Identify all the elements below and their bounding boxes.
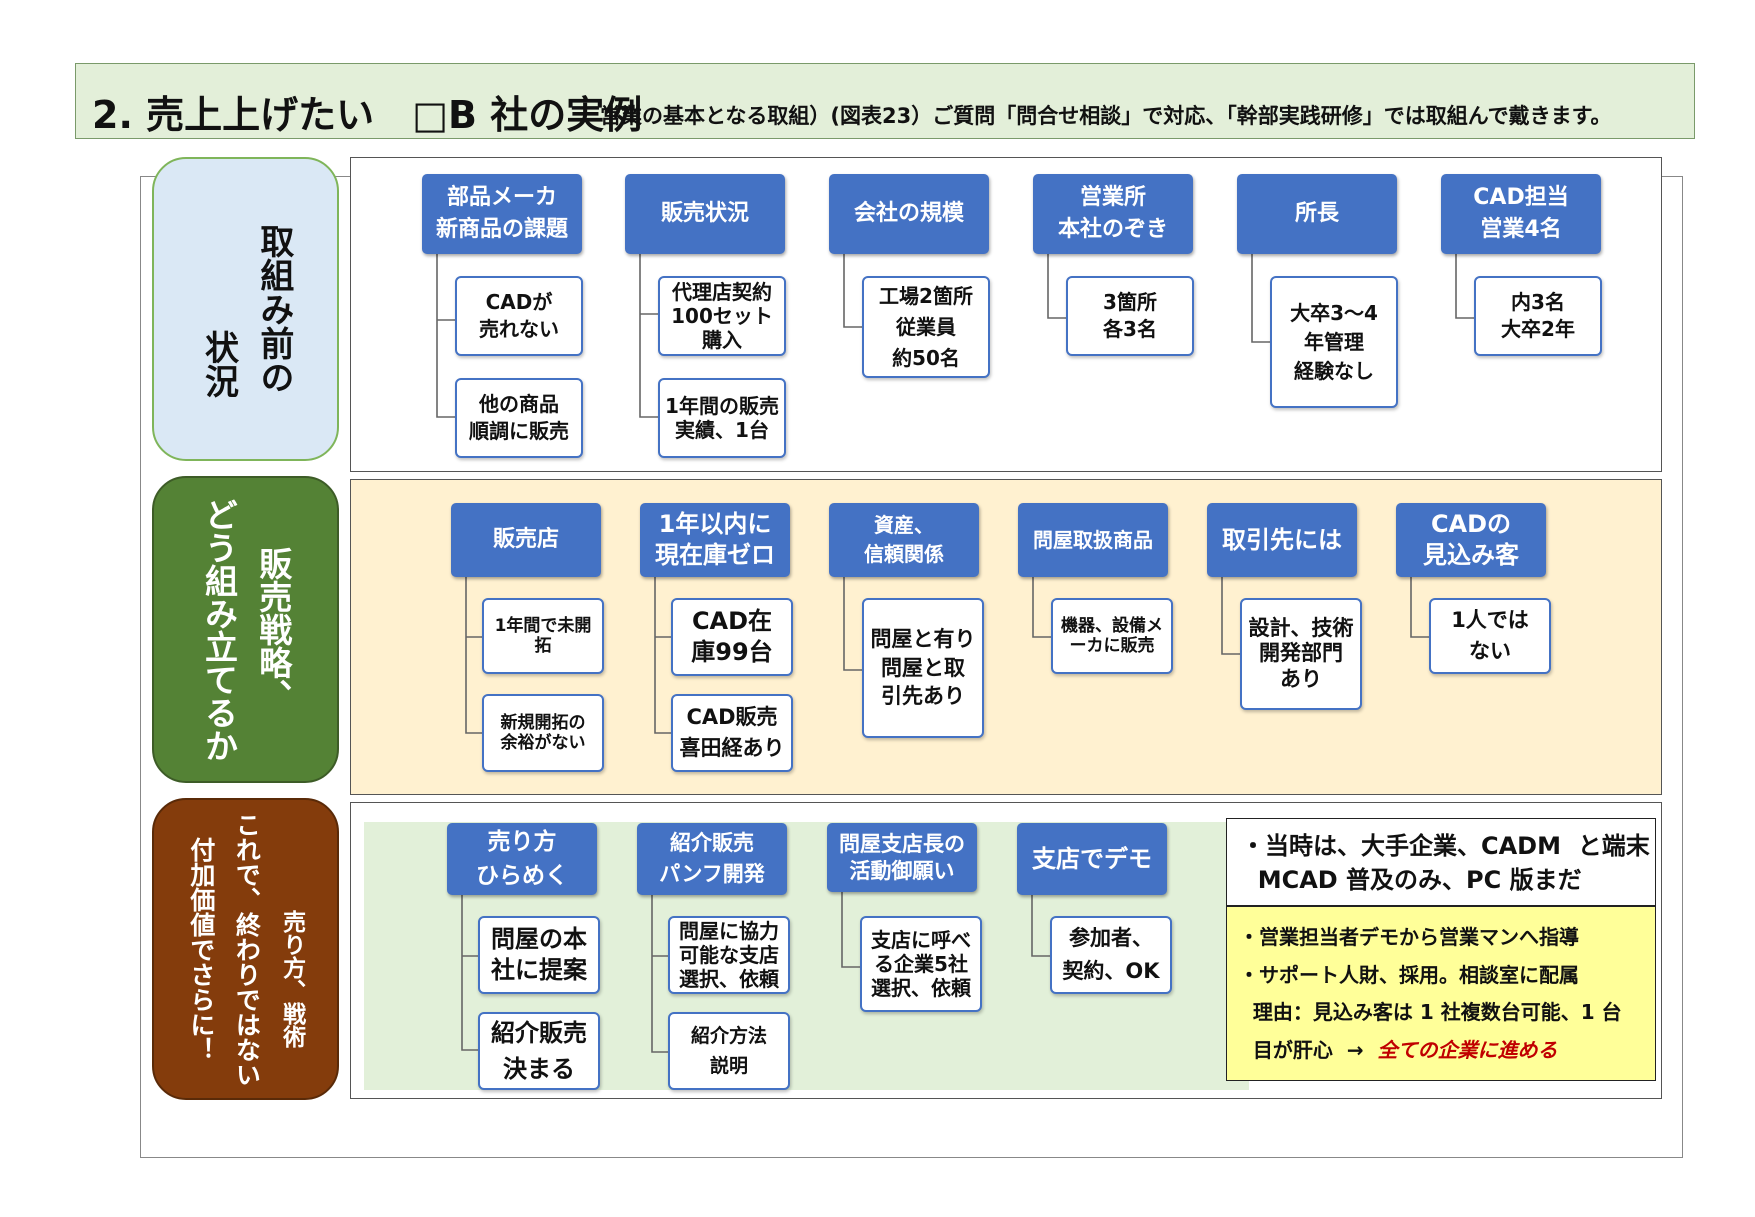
label-sales-strategy: 販売戦略、 どう組み立てるか (152, 476, 339, 783)
item-select-branches: 問屋に協力 可能な支店 選択、依頼 (668, 916, 790, 994)
head-branch-demo: 支店でデモ (1017, 823, 1167, 895)
item-contract-ok: 参加者、 契約、OK (1050, 916, 1172, 994)
item-factories: 工場2箇所 従業員 約50名 (862, 276, 990, 378)
note-summary: ・営業担当者デモから営業マンへ指導 ・サポート人財、採用。相談室に配属 理由：見… (1226, 906, 1656, 1081)
note-line: ・サポート人財、採用。相談室に配属 (1239, 962, 1579, 987)
page-title: 2. 売上上げたい □B 社の実例 (92, 93, 643, 137)
head-clients: 取引先には (1207, 503, 1357, 577)
head-referral-brochure: 紹介販売 パンフ開発 (637, 823, 787, 895)
item-director-experience: 大卒3～4 年管理 経験なし (1270, 276, 1398, 408)
item-staff-breakdown: 内3名 大卒2年 (1474, 276, 1602, 356)
label-line: 取組み前の (253, 224, 294, 394)
head-wholesaler-products: 問屋取扱商品 (1018, 503, 1168, 577)
label-line: 状況 (198, 330, 239, 398)
item-not-one-person: 1人では ない (1429, 598, 1551, 674)
head-zero-inventory: 1年以内に 現在庫ゼロ (640, 503, 790, 577)
label-sales-tactics: 売り方、戦術 これで、終わりではない 付加価値でさらに！ (152, 798, 339, 1100)
page-subtitle: 営業の基本となる取組）(図表23）ご質問「問合せ相談」で対応、「幹部実践研修」で… (600, 104, 1612, 128)
item-annual-sales: 1年間の販売 実績、1台 (658, 378, 786, 458)
item-cad-not-selling: CADが 売れない (455, 276, 583, 356)
label-line: 売り方、戦術 (278, 910, 305, 1048)
label-line: これで、終わりではない (232, 811, 262, 1087)
head-parts-maker: 部品メーカ 新商品の課題 (422, 174, 582, 254)
item-three-offices: 3箇所 各3名 (1066, 276, 1194, 356)
note-emphasis: 全ての企業に進める (1377, 1037, 1558, 1062)
label-line: 販売戦略、 (253, 547, 293, 712)
note-line-last: 目が肝心 → 全ての企業に進める (1239, 1032, 1647, 1070)
label-before-status: 取組み前の 状況 (152, 157, 339, 461)
item-propose-wholesaler: 問屋の本 社に提案 (478, 916, 600, 994)
note-background-info: ・当時は、大手企業、CADM と端末 MCAD 普及のみ、PC 版まだ (1226, 818, 1656, 906)
head-company-size: 会社の規模 (829, 174, 989, 254)
item-unexplored: 1年間で未開 拓 (482, 598, 604, 674)
head-sales-status: 販売状況 (625, 174, 785, 254)
head-branch-offices: 営業所 本社のぞき (1033, 174, 1193, 254)
head-director: 所長 (1237, 174, 1397, 254)
item-wholesaler-relations: 問屋と有り 問屋と取 引先あり (862, 598, 984, 738)
item-other-products: 他の商品 順調に販売 (455, 378, 583, 458)
head-dealer: 販売店 (451, 503, 601, 577)
item-agency-contract: 代理店契約 100セット 購入 (658, 276, 786, 356)
title-bar (75, 63, 1695, 139)
item-five-companies: 支店に呼べ る企業5社 選択、依頼 (860, 916, 982, 1012)
item-no-capacity: 新規開拓の 余裕がない (482, 694, 604, 772)
label-line: 付加価値でさらに！ (186, 836, 216, 1062)
item-referral-decided: 紹介販売 決まる (478, 1012, 600, 1090)
head-cad-prospects: CADの 見込み客 (1396, 503, 1546, 577)
label-line: どう組み立てるか (199, 497, 239, 762)
item-explain-referral: 紹介方法 説明 (668, 1012, 790, 1090)
item-cad-inventory: CAD在 庫99台 (671, 598, 793, 676)
note-line: 理由：見込み客は 1 社複数台可能、1 台 (1239, 1000, 1622, 1025)
item-cad-sales-experience: CAD販売 喜田経あり (671, 694, 793, 772)
item-equipment-makers: 機器、設備メ ーカに販売 (1051, 598, 1173, 674)
head-branch-manager-request: 問屋支店長の 活動御願い (827, 823, 977, 892)
note-text: 目が肝心 → (1239, 1037, 1378, 1062)
head-assets-trust: 資産、 信頼関係 (829, 503, 979, 577)
note-line: ・営業担当者デモから営業マンへ指導 (1239, 925, 1579, 949)
head-cad-staff: CAD担当 営業4名 (1441, 174, 1601, 254)
item-engineering-dept: 設計、技術 開発部門 あり (1240, 598, 1362, 710)
head-sales-idea: 売り方 ひらめく (447, 823, 597, 895)
